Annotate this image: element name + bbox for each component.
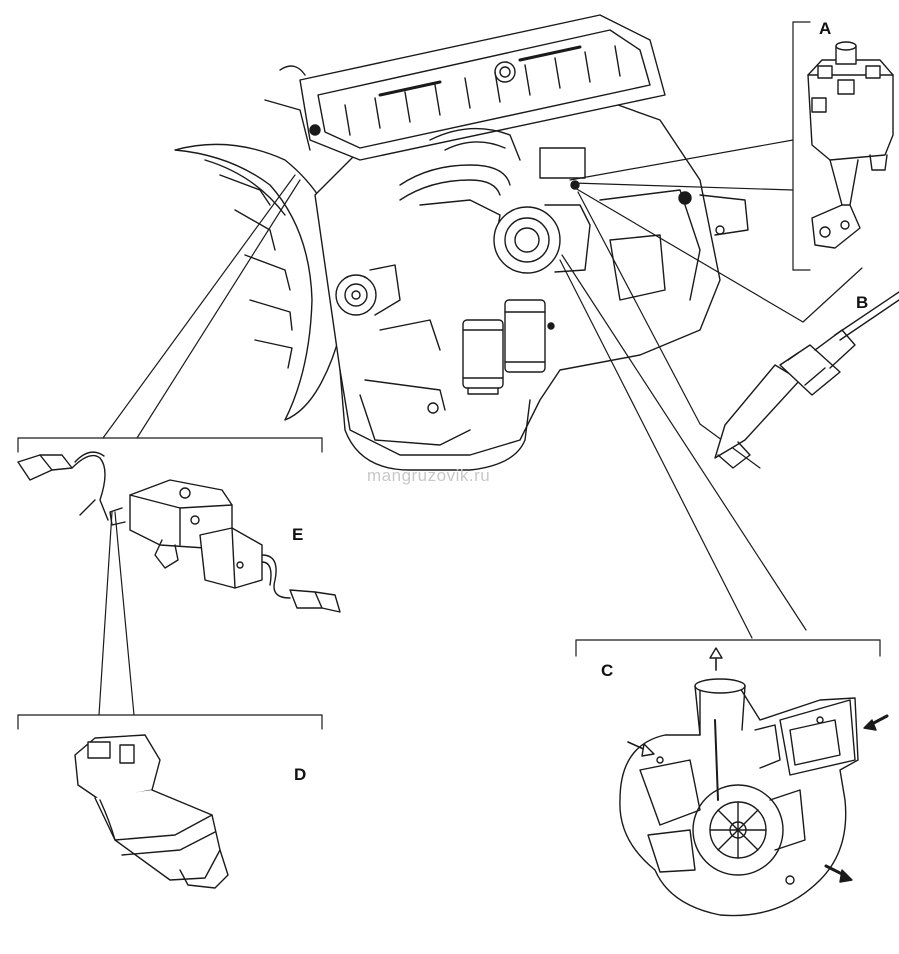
watermark-text: mangruzovik.ru (367, 466, 491, 485)
callout-label-a: A (819, 19, 832, 38)
leader-lines (17, 21, 881, 730)
engine-oil-filters (462, 299, 546, 395)
callout-label-c: C (601, 661, 614, 680)
engine-valve-cover (299, 14, 666, 161)
callout-label-b: B (856, 293, 869, 312)
engine-turbocharger (493, 147, 591, 274)
engine-fan (174, 143, 347, 421)
component-e-solenoid-valve (17, 451, 341, 613)
component-c-turbo-cutaway (619, 647, 889, 917)
callout-label-d: D (294, 765, 307, 784)
component-a-valve (807, 41, 894, 249)
component-b-sensor (714, 291, 899, 469)
callout-label-e: E (292, 525, 304, 544)
component-d-pressure-sensor (74, 734, 229, 889)
